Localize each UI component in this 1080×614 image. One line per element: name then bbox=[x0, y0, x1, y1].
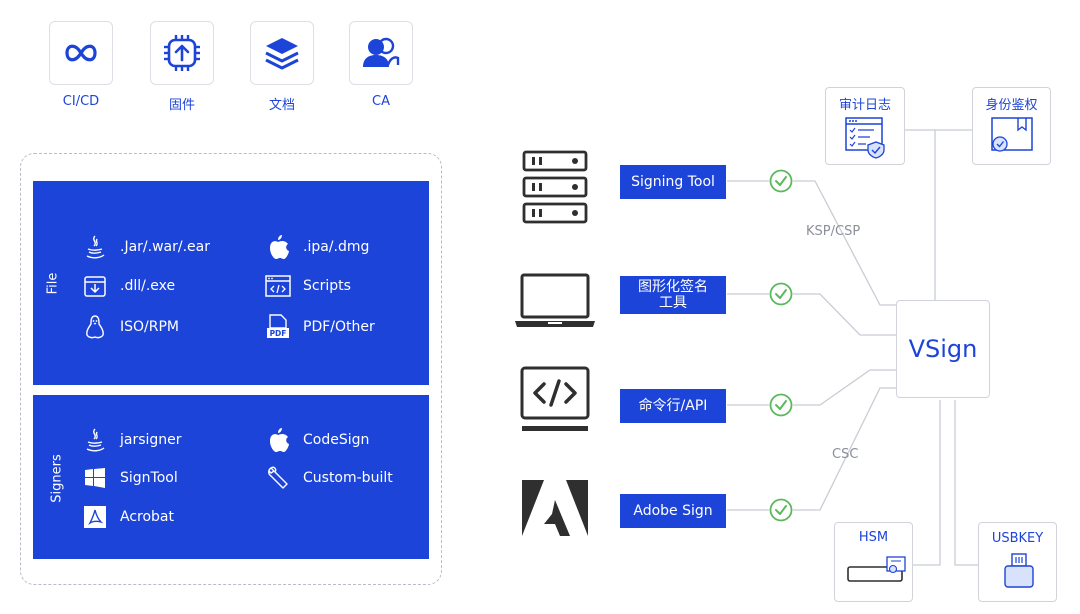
file-item-jar[interactable]: .Jar/.war/.ear bbox=[82, 234, 210, 260]
wrench-icon bbox=[265, 465, 291, 491]
adobe-sign-button[interactable]: Adobe Sign bbox=[620, 494, 726, 528]
vsign-box[interactable]: VSign bbox=[896, 300, 990, 398]
file-item-ipa[interactable]: .ipa/.dmg bbox=[265, 234, 369, 260]
chip-upload-icon bbox=[164, 35, 200, 71]
document-card[interactable] bbox=[250, 21, 314, 85]
check-circle-icon bbox=[769, 498, 793, 522]
pdf-icon: PDF bbox=[265, 314, 291, 340]
file-item-iso[interactable]: ISO/RPM bbox=[82, 314, 179, 340]
signer-item-acrobat[interactable]: Acrobat bbox=[82, 504, 174, 530]
hsm-box[interactable]: HSM bbox=[834, 522, 913, 602]
audit-document-icon bbox=[845, 117, 885, 159]
audit-log-box[interactable]: 审计日志 bbox=[825, 87, 905, 165]
audit-log-title: 审计日志 bbox=[838, 98, 891, 113]
csc-label: CSC bbox=[832, 447, 859, 462]
file-item-dll[interactable]: .dll/.exe bbox=[82, 273, 175, 299]
file-item-jar-text: .Jar/.war/.ear bbox=[120, 239, 210, 255]
file-item-pdf-text: PDF/Other bbox=[303, 319, 375, 335]
check-circle-icon bbox=[769, 169, 793, 193]
gui-signing-tool-label: 图形化签名 工具 bbox=[638, 279, 708, 311]
file-item-iso-text: ISO/RPM bbox=[120, 319, 180, 335]
signer-item-custom-text: Custom-built bbox=[303, 470, 393, 486]
signer-item-codesign-text: CodeSign bbox=[303, 432, 370, 448]
usbkey-title: USBKEY bbox=[991, 531, 1044, 546]
code-monitor-icon bbox=[520, 366, 590, 431]
ca-card[interactable] bbox=[349, 21, 413, 85]
file-item-pdf[interactable]: PDF PDF/Other bbox=[265, 314, 375, 340]
svg-text:PDF: PDF bbox=[270, 329, 287, 338]
layers-icon bbox=[265, 38, 299, 70]
identity-auth-title: 身份鉴权 bbox=[985, 98, 1038, 113]
source-container bbox=[20, 153, 442, 585]
firmware-card[interactable] bbox=[150, 21, 214, 85]
ksp-csp-label: KSP/CSP bbox=[806, 224, 861, 239]
file-panel bbox=[33, 181, 429, 385]
signers-panel-label: Signers bbox=[49, 454, 65, 503]
usb-key-icon bbox=[1004, 553, 1034, 588]
linux-icon bbox=[82, 314, 108, 340]
infinity-icon bbox=[65, 44, 97, 62]
firmware-label: 固件 bbox=[168, 98, 195, 113]
document-label: 文档 bbox=[268, 98, 295, 113]
check-circle-icon bbox=[769, 282, 793, 306]
hsm-device-icon bbox=[847, 556, 906, 582]
cli-api-button[interactable]: 命令行/API bbox=[620, 389, 726, 423]
file-item-scripts[interactable]: Scripts bbox=[265, 273, 351, 299]
vsign-label: VSign bbox=[908, 335, 978, 363]
apple-icon bbox=[265, 234, 291, 260]
adobe-icon bbox=[522, 480, 588, 536]
laptop-icon bbox=[515, 273, 595, 327]
server-icon bbox=[522, 150, 588, 224]
ci-cd-card[interactable] bbox=[49, 21, 113, 85]
signer-item-codesign[interactable]: CodeSign bbox=[265, 427, 369, 453]
signer-item-signtool-text: SignTool bbox=[120, 470, 178, 486]
acrobat-icon bbox=[82, 504, 108, 530]
hsm-title: HSM bbox=[858, 530, 889, 545]
signing-tool-button[interactable]: Signing Tool bbox=[620, 165, 726, 199]
signer-item-signtool[interactable]: SignTool bbox=[82, 465, 178, 491]
file-item-dll-text: .dll/.exe bbox=[120, 278, 176, 294]
file-panel-label: File bbox=[45, 272, 61, 295]
ci-cd-label: CI/CD bbox=[62, 94, 100, 109]
code-window-icon bbox=[265, 273, 291, 299]
signer-item-custom[interactable]: Custom-built bbox=[265, 465, 393, 491]
users-icon bbox=[363, 37, 400, 67]
java-icon bbox=[82, 427, 108, 453]
usbkey-box[interactable]: USBKEY bbox=[978, 522, 1057, 602]
gui-signing-tool-button[interactable]: 图形化签名 工具 bbox=[620, 276, 726, 314]
download-box-icon bbox=[82, 273, 108, 299]
check-circle-icon bbox=[769, 393, 793, 417]
ca-label: CA bbox=[372, 94, 390, 109]
signer-item-jarsigner[interactable]: jarsigner bbox=[82, 427, 182, 453]
file-item-scripts-text: Scripts bbox=[303, 278, 351, 294]
badge-folder-icon bbox=[991, 117, 1033, 152]
signer-item-acrobat-text: Acrobat bbox=[120, 509, 174, 525]
java-icon bbox=[82, 234, 108, 260]
signer-item-jarsigner-text: jarsigner bbox=[120, 432, 182, 448]
file-item-ipa-text: .ipa/.dmg bbox=[303, 239, 370, 255]
windows-icon bbox=[82, 465, 108, 491]
identity-auth-box[interactable]: 身份鉴权 bbox=[972, 87, 1051, 165]
apple-icon bbox=[265, 427, 291, 453]
